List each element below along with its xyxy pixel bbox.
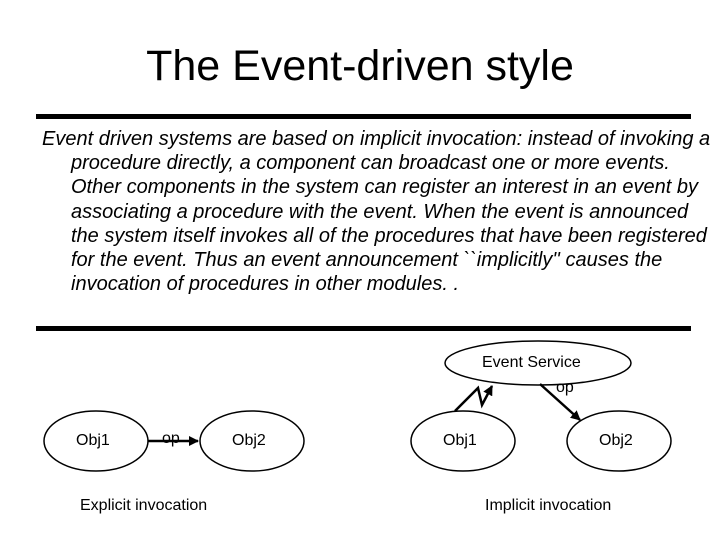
event-service-label: Event Service [482,354,581,371]
implicit-obj2-label: Obj2 [599,432,633,449]
invoke-arrow [539,383,581,421]
event-service-op-label: op [556,379,574,396]
text-divider [36,326,691,331]
explicit-obj2-label: Obj2 [232,432,266,449]
title-divider [36,114,691,119]
announce-arrow [454,385,494,412]
event-service-node [444,340,632,386]
implicit-obj1-label: Obj1 [443,432,477,449]
implicit-obj1-node [410,410,516,472]
explicit-obj2-node [199,410,305,472]
explicit-op-label: op [162,430,180,447]
description-paragraph: Event driven systems are based on implic… [42,128,711,296]
slide-title: The Event-driven style [146,42,574,90]
explicit-caption: Explicit invocation [80,497,208,514]
implicit-obj2-node [566,410,672,472]
implicit-caption: Implicit invocation [485,497,612,514]
explicit-obj1-label: Obj1 [76,432,110,449]
